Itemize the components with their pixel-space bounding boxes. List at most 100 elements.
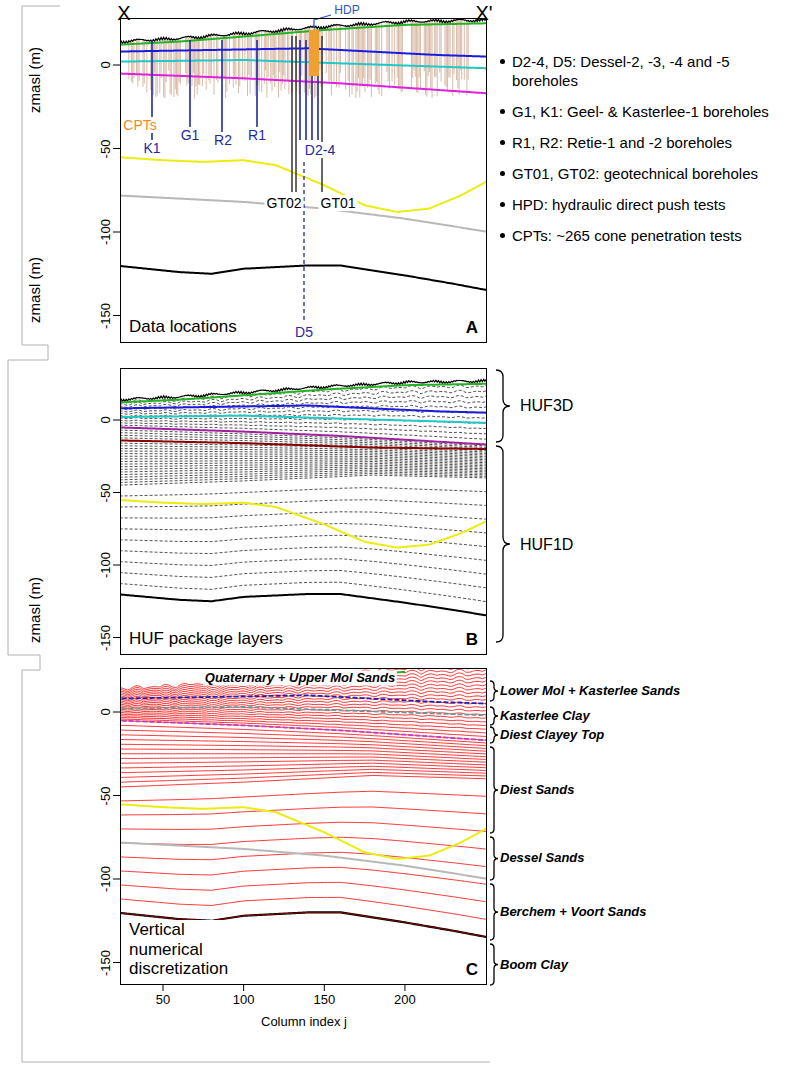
cpt-line: [434, 21, 435, 77]
huf-layer: [120, 524, 487, 534]
deep-borehole: [303, 162, 304, 323]
huf-layer: [120, 473, 487, 482]
cpt-line: [381, 22, 382, 96]
layer-boundary: [120, 440, 487, 449]
grid-layer: [120, 837, 487, 849]
hdp-tests: [309, 30, 319, 76]
cpt-line: [348, 26, 349, 81]
axis-tick: [243, 985, 244, 991]
borehole-label: K1: [141, 140, 162, 156]
borehole-line: [221, 40, 223, 132]
cpt-line: [397, 24, 398, 78]
layer-boundary: [120, 594, 487, 616]
cpt-line: [146, 41, 147, 93]
borehole-label: R2: [212, 132, 234, 148]
layer-boundary: [120, 707, 487, 715]
tick-label: -50: [99, 483, 114, 502]
tick-label: -100: [99, 552, 114, 578]
layer-boundary: [120, 73, 487, 93]
cpt-line: [399, 24, 400, 88]
axis-tick: [404, 985, 405, 991]
cpt-line: [437, 21, 438, 96]
cpt-line: [448, 21, 449, 78]
cpt-line: [439, 22, 440, 72]
legend-note: D2-4, D5: Dessel-2, -3, -4 and -5 boreho…: [512, 52, 784, 90]
panel-letter: C: [463, 960, 481, 980]
plot-panel: Data locationsA: [120, 18, 487, 343]
layer-boundary: [120, 695, 487, 703]
cpt-line: [225, 35, 226, 98]
borehole-line: [305, 40, 307, 140]
layer-boundary: [120, 416, 487, 423]
cpt-line: [208, 35, 209, 81]
cpt-line: [164, 40, 165, 99]
cpt-line: [234, 34, 235, 78]
axis-tick: [113, 637, 120, 638]
axis-tick: [113, 962, 120, 963]
cpt-line: [426, 22, 427, 97]
cpt-line: [388, 21, 389, 81]
cpt-line: [359, 25, 360, 98]
huf-layer: [120, 559, 487, 575]
cpt-line: [466, 21, 467, 96]
axis-title: zmasl (m): [26, 47, 43, 113]
discretization-plot: [120, 668, 487, 937]
cpt-line: [265, 31, 266, 71]
cpt-line: [349, 26, 350, 96]
cpt-line: [377, 24, 378, 90]
cpt-line: [159, 40, 160, 93]
cpt-line: [444, 23, 445, 85]
cpt-line: [389, 23, 390, 89]
axis-title: Column index j: [261, 1015, 347, 1030]
curly-brace: [490, 707, 498, 725]
borehole-label: D5: [293, 324, 315, 340]
borehole-label: GT01: [318, 195, 357, 211]
cpt-line: [304, 28, 305, 92]
axis-tick: [113, 879, 120, 880]
layer-boundary: [120, 23, 487, 45]
legend-note: R1, R2: Retie-1 and -2 boreholes: [512, 133, 784, 152]
layer-boundary: [120, 804, 487, 859]
axis-tick: [113, 65, 120, 66]
layer-boundary: [120, 60, 487, 68]
legend-note: HPD: hydraulic direct push tests: [512, 195, 784, 214]
unit-label: Berchem + Voort Sands: [500, 905, 647, 920]
cpt-line: [213, 34, 214, 95]
cpt-line: [255, 33, 256, 96]
cpt-line: [394, 24, 395, 85]
huf-layer: [120, 535, 487, 547]
grid-layer: [120, 757, 487, 762]
cpt-line: [428, 21, 429, 76]
grid-layer: [120, 749, 487, 757]
cpt-line: [401, 22, 402, 93]
borehole-label: GT02: [264, 195, 303, 211]
data-locations-plot: [120, 18, 487, 323]
axis-title: zmasl (m): [26, 257, 43, 323]
cpt-line: [250, 35, 251, 94]
cpt-line: [379, 23, 380, 94]
geotechnical-borehole: [295, 36, 297, 192]
tick-label: 0: [99, 708, 114, 715]
cpt-line: [412, 21, 413, 78]
cpt-line: [368, 24, 369, 87]
cpt-line: [413, 20, 414, 70]
grid-layer: [120, 897, 487, 919]
huf-layer: [120, 423, 487, 434]
leader-line: [314, 15, 331, 28]
bullet-dot: [500, 202, 505, 207]
huf-layer: [120, 571, 487, 589]
curly-brace: [490, 681, 498, 701]
cpt-line: [336, 24, 337, 87]
cpt-line: [203, 36, 204, 74]
huf-layer: [120, 487, 487, 496]
curly-brace: [496, 370, 510, 442]
axis-tick: [113, 492, 120, 493]
axis-tick: [113, 795, 120, 796]
cpt-line: [419, 22, 420, 78]
cpt-line: [281, 29, 282, 90]
axis-tick: [113, 148, 120, 149]
cpt-line: [468, 20, 469, 79]
cpt-line: [194, 38, 195, 98]
cpt-line: [226, 36, 227, 92]
cpt-line: [417, 22, 418, 93]
